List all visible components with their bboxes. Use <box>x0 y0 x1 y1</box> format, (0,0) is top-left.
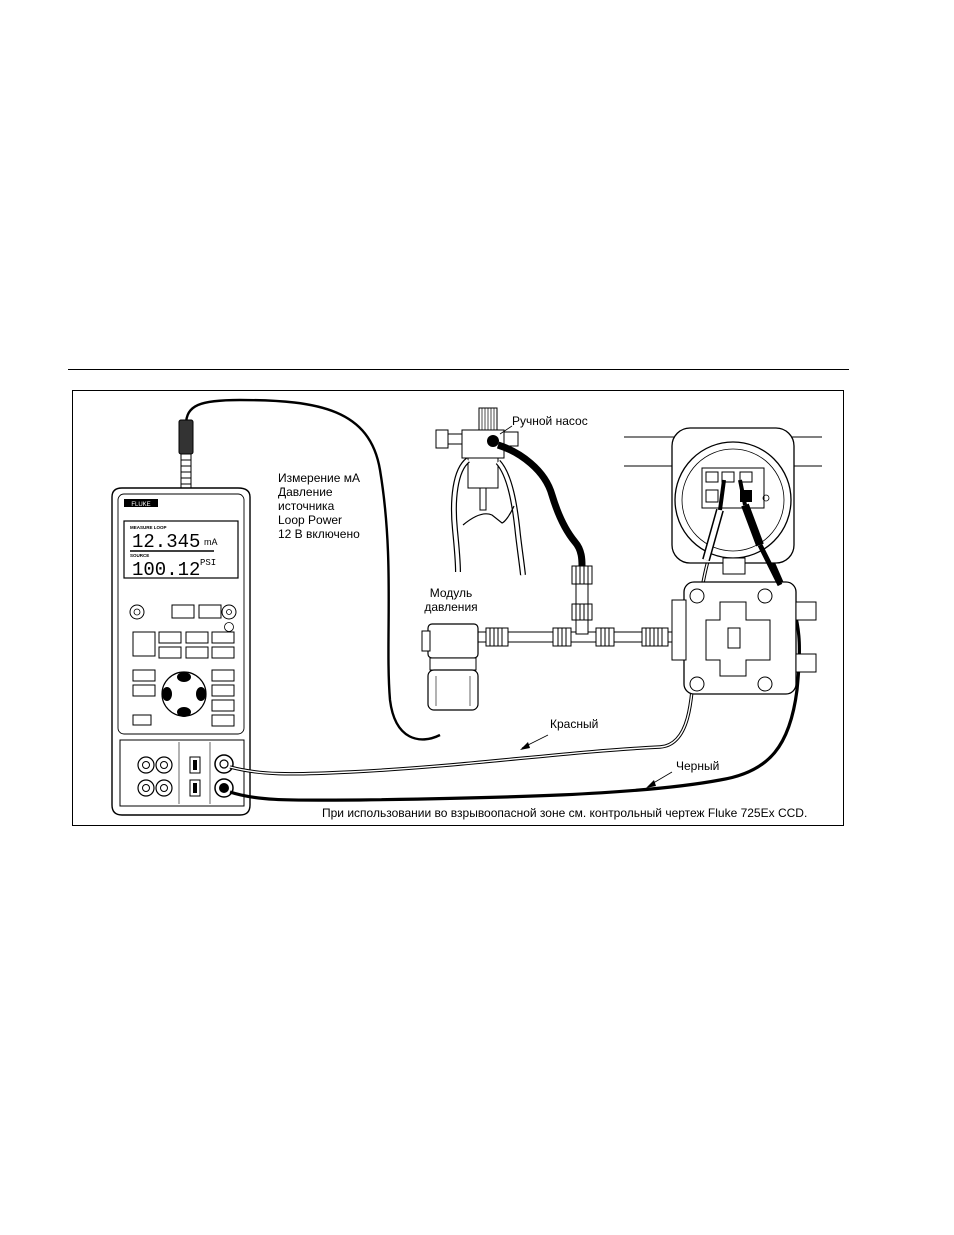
hand-pump <box>436 408 523 575</box>
measure-label: Измерение мА Давление источника Loop Pow… <box>278 471 360 541</box>
display-top-value: 12.345 <box>132 531 200 553</box>
calibrator: FLUKE MEASURE LOOP 12.345 mA SOURCE 100.… <box>112 420 250 815</box>
measure-label-line: 12 В включено <box>278 527 360 541</box>
pressure-transmitter <box>624 428 822 694</box>
pressure-module-label-line: давления <box>416 600 486 614</box>
key-row1-2 <box>172 605 194 618</box>
tubing-manifold <box>478 566 678 646</box>
display-bottom-value: 100.12 <box>132 559 200 581</box>
power-key <box>130 605 144 619</box>
measure-label-line: Давление <box>278 485 360 499</box>
pressure-module <box>422 624 478 710</box>
hand-pump-label: Ручной насос <box>512 414 588 428</box>
display-bottom-label: SOURCE <box>130 553 149 558</box>
fluke-logo-text: FLUKE <box>131 502 150 508</box>
key-row1-3 <box>199 605 221 618</box>
measure-label-line: Измерение мА <box>278 471 360 485</box>
calibrator-connector-plug <box>179 420 193 454</box>
display-top-label: MEASURE LOOP <box>130 525 167 530</box>
red-lead-label: Красный <box>550 717 598 731</box>
backlight-key <box>222 605 236 619</box>
pressure-module-label-line: Модуль <box>416 586 486 600</box>
pressure-module-label: Модуль давления <box>416 586 486 614</box>
black-lead-label: Черный <box>676 759 719 773</box>
display-bottom-unit: PSI <box>200 558 216 568</box>
measure-label-line: Loop Power <box>278 513 360 527</box>
pump-hose <box>498 445 582 566</box>
measure-label-line: источника <box>278 499 360 513</box>
display-top-unit: mA <box>204 537 218 547</box>
ama-label <box>133 715 151 725</box>
footnote: При использовании во взрывоопасной зоне … <box>322 806 807 820</box>
